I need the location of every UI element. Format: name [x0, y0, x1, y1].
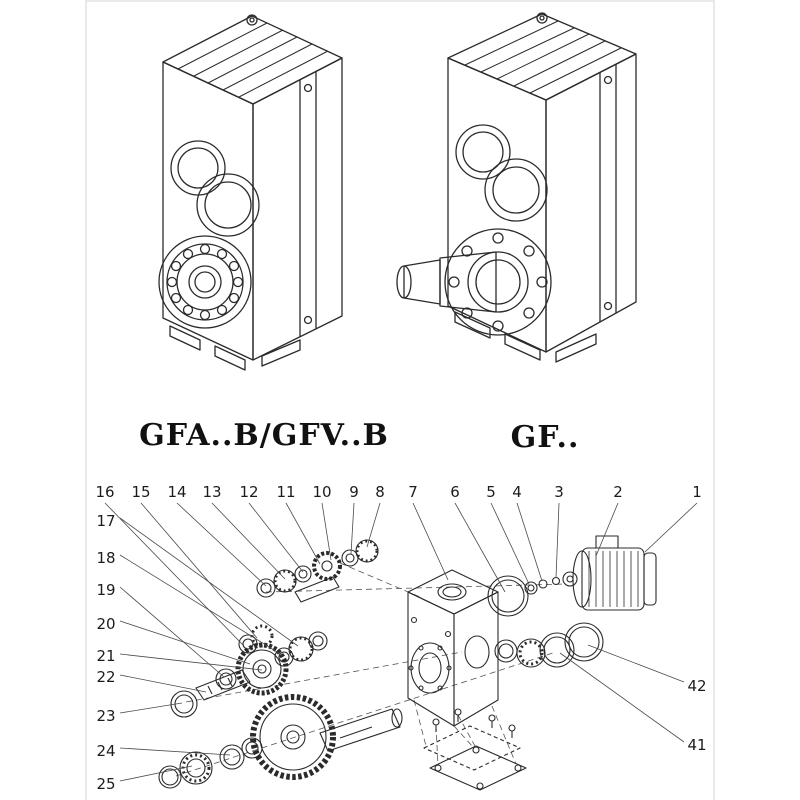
- callout-3: 3: [554, 483, 564, 501]
- cooling-ribs: [177, 22, 329, 98]
- callout-2: 2: [613, 483, 623, 501]
- housing-side-face: [545, 53, 637, 353]
- exploded-view: [158, 535, 657, 791]
- callout-4: 4: [512, 483, 522, 501]
- callout-1: 1: [692, 483, 702, 501]
- eyebolt: [246, 14, 258, 26]
- page-frame: [85, 0, 715, 800]
- side-mounting-rail: [599, 64, 617, 322]
- mounting-feet: [454, 311, 597, 363]
- callout-11: 11: [276, 483, 295, 501]
- callout-41: 41: [687, 736, 706, 754]
- callout-21: 21: [96, 647, 115, 665]
- intermediate-bearing-cover: [196, 173, 260, 237]
- exploded-cover-plate: [423, 708, 527, 791]
- exploded-intermediate-assembly: [170, 624, 328, 718]
- callout-25: 25: [96, 775, 115, 793]
- housing-front-face: [162, 61, 254, 361]
- model-label-gf: GF..: [510, 420, 580, 455]
- callout-20: 20: [96, 615, 115, 633]
- callout-6: 6: [450, 483, 460, 501]
- callout-5: 5: [486, 483, 496, 501]
- callout-17: 17: [96, 512, 115, 530]
- callout-14: 14: [167, 483, 186, 501]
- exploded-input-assembly: [256, 539, 379, 603]
- callout-leader-lines: [104, 502, 698, 782]
- callout-16: 16: [95, 483, 114, 501]
- intermediate-bearing-cover: [484, 158, 548, 222]
- callout-7: 7: [408, 483, 418, 501]
- callout-9: 9: [349, 483, 359, 501]
- gearbox-isometric-gf: [396, 12, 637, 363]
- assembly-axis-lines: [175, 562, 567, 777]
- callout-24: 24: [96, 742, 115, 760]
- callout-15: 15: [131, 483, 150, 501]
- eyebolt: [536, 12, 548, 24]
- callout-42: 42: [687, 677, 706, 695]
- model-label-gfab: GFA..B/GFV..B: [139, 418, 389, 453]
- exploded-rings-right: [494, 622, 604, 668]
- callout-19: 19: [96, 581, 115, 599]
- cooling-ribs: [464, 20, 622, 94]
- output-bearing: [158, 235, 252, 329]
- callout-12: 12: [239, 483, 258, 501]
- input-bearing-cover: [455, 124, 511, 180]
- callout-numbers: 16 15 14 13 12 11 10 9 8 7 6 5 4 3 2 1 1…: [95, 483, 706, 793]
- mounting-feet: [169, 325, 301, 371]
- callout-23: 23: [96, 707, 115, 725]
- exploded-motor: [562, 535, 657, 611]
- callout-8: 8: [375, 483, 385, 501]
- output-flange: [444, 228, 552, 336]
- callout-13: 13: [202, 483, 221, 501]
- housing-side-face: [252, 57, 343, 361]
- callout-22: 22: [96, 668, 115, 686]
- exploded-motor-side-parts: [487, 575, 561, 617]
- input-bearing-cover: [170, 140, 226, 196]
- callout-10: 10: [312, 483, 331, 501]
- exploded-housing: [407, 569, 499, 727]
- gearbox-isometric-gfab: [158, 14, 343, 371]
- callout-18: 18: [96, 549, 115, 567]
- side-mounting-rail: [299, 71, 317, 337]
- output-shaft: [396, 251, 497, 313]
